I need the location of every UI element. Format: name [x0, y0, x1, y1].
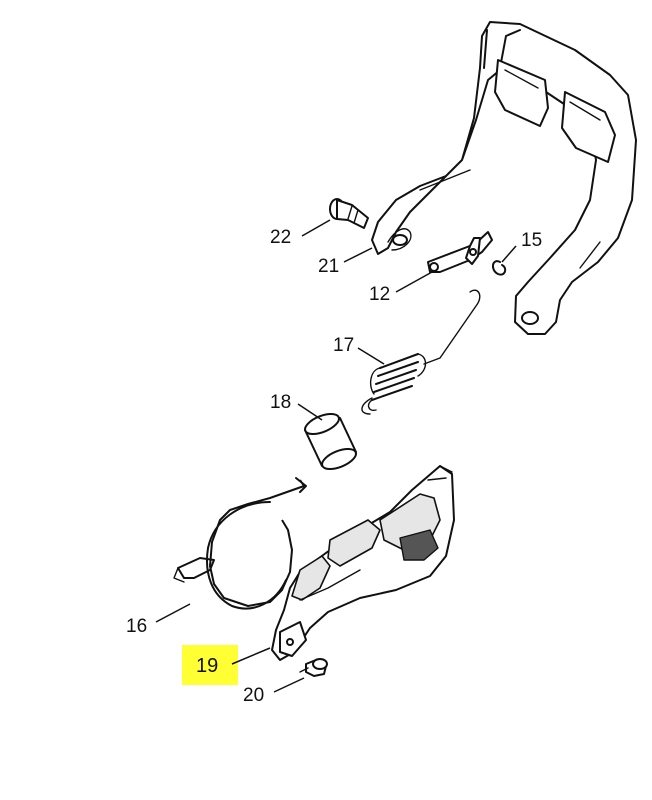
label-21: 21 — [318, 256, 340, 277]
label-15: 15 — [521, 230, 543, 251]
part-20-screw — [299, 658, 328, 677]
part-15-clip — [492, 260, 507, 276]
label-19-highlight — [182, 645, 238, 685]
label-22: 22 — [270, 227, 292, 248]
hand-guard — [371, 21, 637, 335]
label-16: 16 — [126, 616, 148, 637]
part-16-brake-band — [173, 477, 307, 610]
label-19: 19 — [196, 655, 219, 677]
part-18-sleeve — [304, 412, 357, 471]
label-20: 20 — [243, 685, 265, 706]
leader-lines — [155, 219, 517, 693]
part-19-brake-lever — [271, 465, 455, 661]
label-17: 17 — [333, 335, 355, 356]
part-17-spring — [361, 289, 481, 415]
part-12-lever — [427, 231, 493, 273]
part-22-screw — [329, 198, 369, 229]
label-18: 18 — [270, 392, 292, 413]
label-12: 12 — [369, 284, 391, 305]
